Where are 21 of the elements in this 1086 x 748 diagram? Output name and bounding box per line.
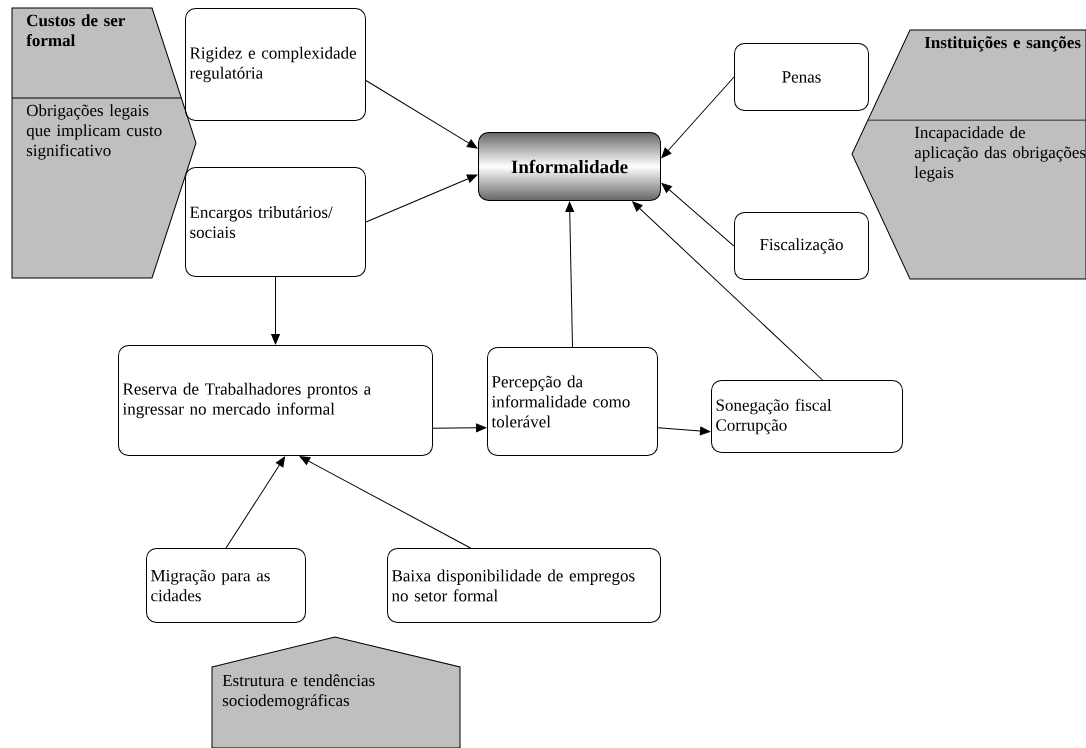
factor-box: Migração para as cidades xyxy=(146,548,306,623)
arrow xyxy=(365,79,478,149)
arrow xyxy=(432,423,487,433)
arrow xyxy=(661,76,735,158)
factor-box: Percepção da informalidade como tolerável xyxy=(487,347,658,456)
factor-box: Sonegação fiscal Corrupção xyxy=(711,380,903,453)
arrow xyxy=(657,426,711,436)
arrow xyxy=(632,201,823,381)
arrow xyxy=(365,174,478,223)
factor-box: Rigidez e complexidade regulatória xyxy=(185,8,366,121)
factor-box: Fiscalização xyxy=(734,212,869,280)
arrow xyxy=(661,183,735,247)
factor-box: Reserva de Trabalhadores prontos a ingressar no mercado informal xyxy=(118,345,433,456)
factor-box: Encargos tributários/ sociais xyxy=(185,167,366,277)
factor-box: Baixa disponibilidade de empregos no setor formal xyxy=(387,548,661,623)
arrow xyxy=(271,276,280,345)
arrow xyxy=(299,456,471,549)
arrow xyxy=(565,201,575,348)
central-box: Informalidade xyxy=(478,132,661,201)
factor-box: Penas xyxy=(734,43,869,111)
arrow xyxy=(225,456,286,549)
